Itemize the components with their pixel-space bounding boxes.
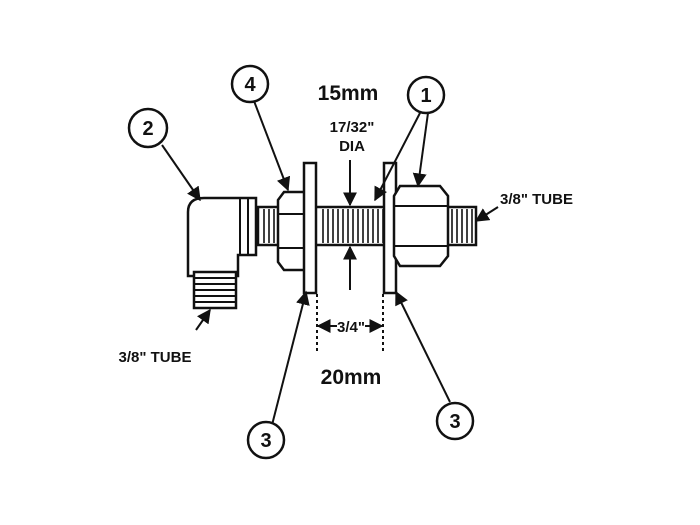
callout-1: 1 — [406, 75, 446, 115]
gap-dimension — [316, 294, 384, 352]
left-tube-label: 3/8" TUBE — [119, 349, 192, 366]
callout-4: 4 — [230, 64, 270, 104]
elbow-fitting — [186, 196, 258, 310]
right-hex-nut — [392, 184, 450, 268]
leader-lines — [161, 100, 499, 426]
left-washer — [302, 161, 318, 295]
metric-length-label: 15mm — [318, 82, 379, 105]
callout-3-right: 3 — [435, 401, 475, 441]
svg-text:3: 3 — [449, 411, 460, 433]
callout-2: 2 — [127, 107, 169, 149]
svg-text:2: 2 — [142, 118, 153, 140]
svg-text:3: 3 — [260, 430, 271, 452]
gap-metric-label: 20mm — [321, 366, 382, 389]
diameter-label-dia: DIA — [339, 138, 365, 155]
diameter-label: 17/32" — [330, 119, 375, 136]
right-tube-label: 3/8" TUBE — [500, 191, 573, 208]
svg-text:4: 4 — [244, 74, 256, 96]
gap-imperial-label: 3/4" — [337, 319, 365, 336]
callout-3-left: 3 — [246, 420, 286, 460]
svg-text:1: 1 — [420, 85, 431, 107]
